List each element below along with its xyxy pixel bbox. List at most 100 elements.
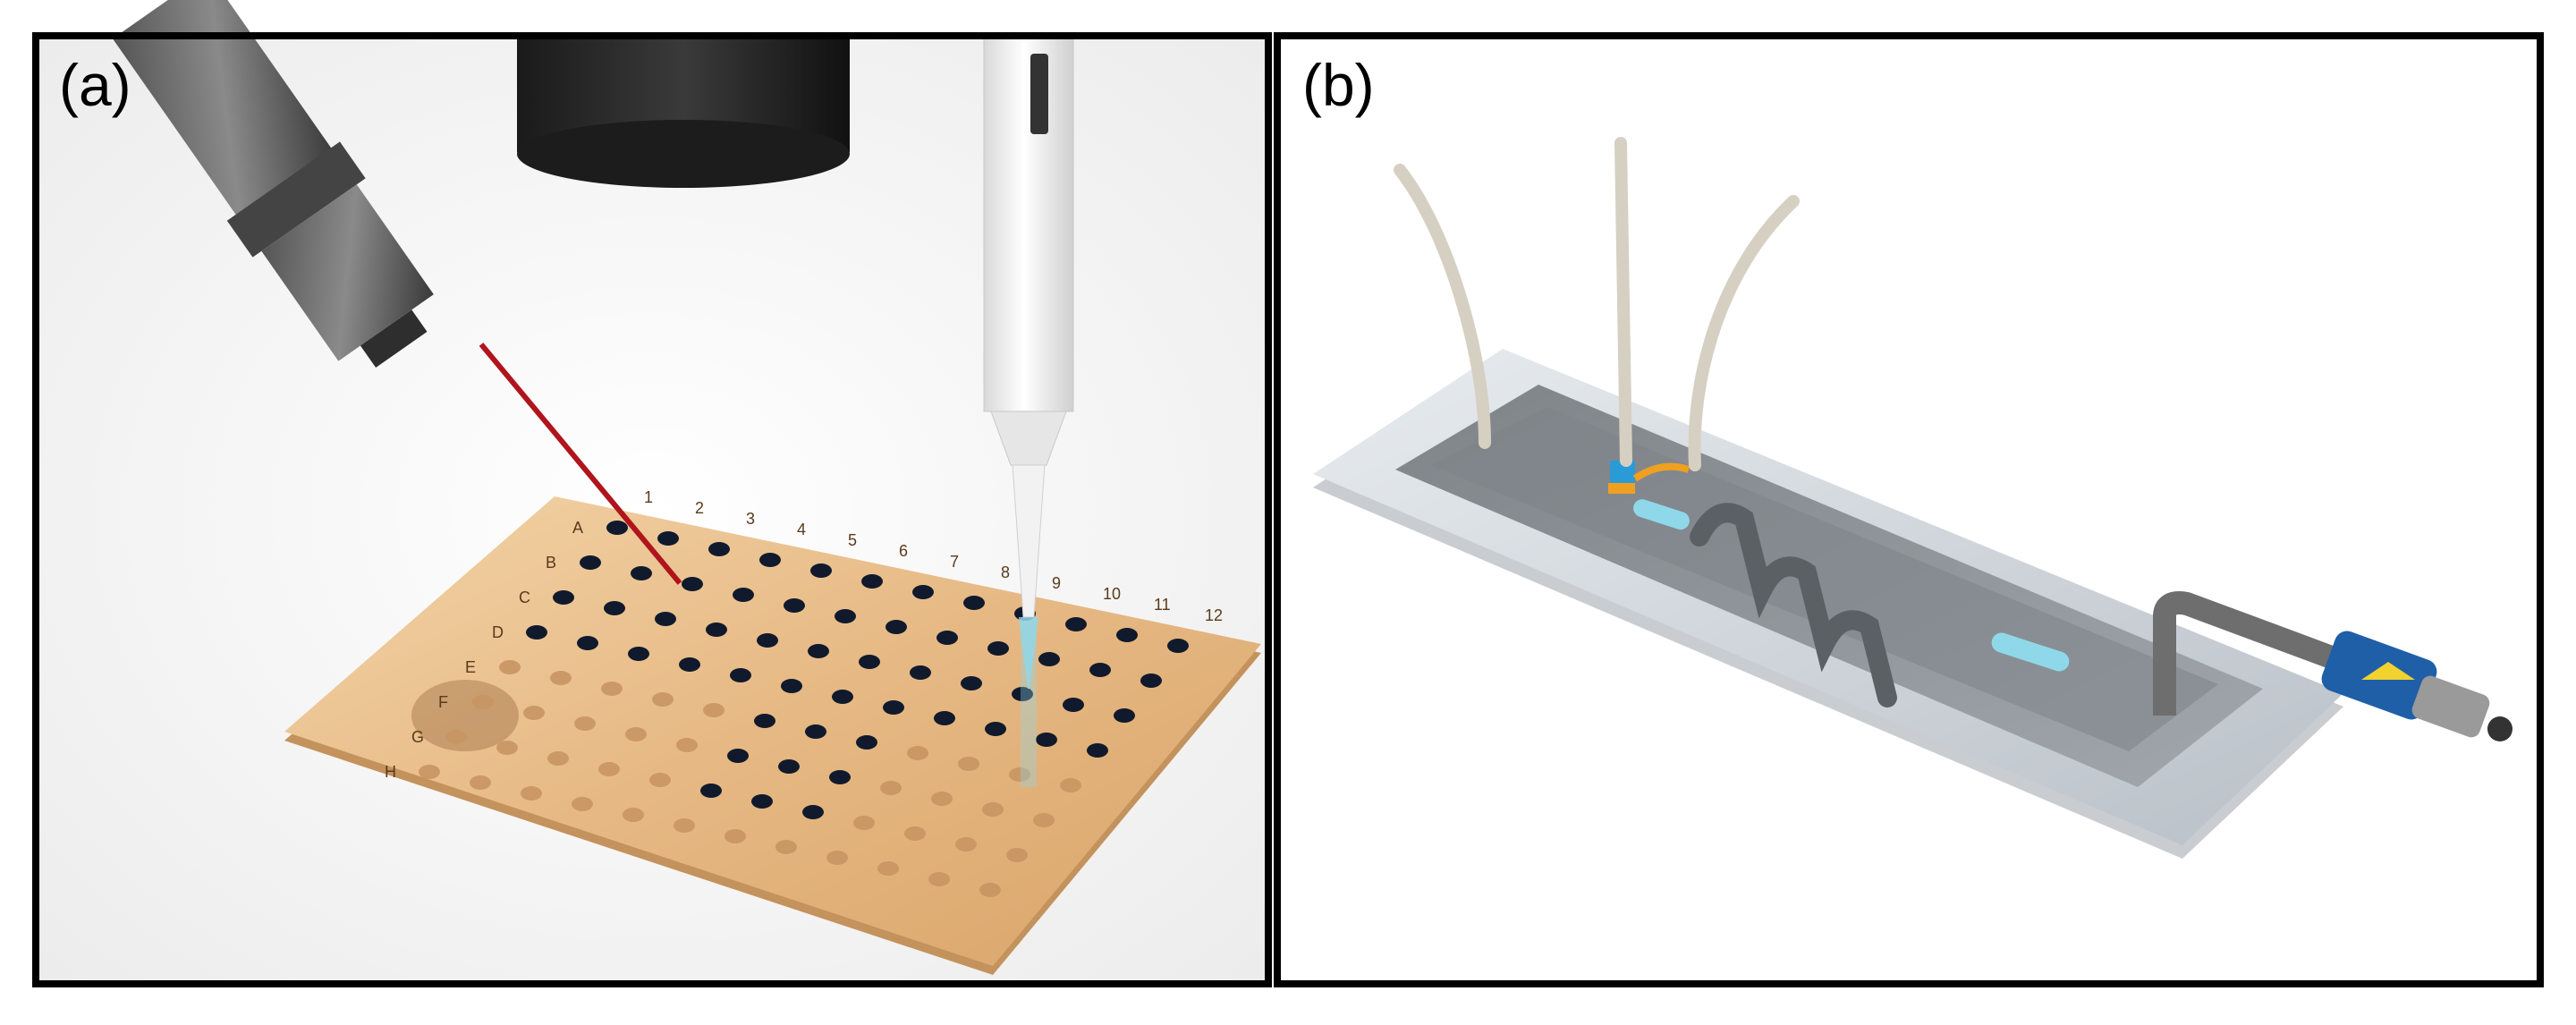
well <box>757 633 778 648</box>
well <box>1065 617 1087 631</box>
well <box>676 738 698 752</box>
inlet-tube-2 <box>1614 137 1632 467</box>
well <box>880 781 902 795</box>
well <box>580 555 601 570</box>
column-label: 7 <box>950 553 959 571</box>
well <box>724 829 746 843</box>
well <box>601 682 623 696</box>
well-grid <box>419 521 1189 897</box>
panel-b: (b) <box>1277 36 2540 984</box>
well <box>727 749 749 763</box>
well <box>499 660 521 674</box>
well <box>1063 698 1084 712</box>
row-label: D <box>492 623 504 641</box>
droplet-2 <box>1991 632 2070 672</box>
panel-b-label: (b) <box>1302 52 1375 118</box>
well <box>832 690 853 704</box>
well <box>805 724 826 739</box>
well <box>496 741 518 755</box>
well <box>859 655 880 669</box>
well <box>808 644 829 658</box>
droplet-1 <box>1633 499 1690 530</box>
well <box>979 883 1001 897</box>
well <box>985 722 1006 736</box>
well <box>572 797 593 811</box>
well <box>958 757 979 771</box>
pipette <box>983 35 1074 787</box>
laser-beam <box>479 343 682 585</box>
well <box>936 631 958 645</box>
well <box>886 620 907 634</box>
microscope-objective <box>517 36 850 188</box>
well <box>706 623 727 637</box>
well <box>472 695 494 709</box>
well <box>604 601 625 615</box>
column-label: 1 <box>644 488 653 506</box>
well <box>829 770 851 784</box>
well <box>547 751 569 766</box>
well <box>682 577 703 591</box>
well <box>1116 628 1138 642</box>
well <box>963 596 985 610</box>
outlet-connector <box>2153 591 2512 741</box>
well <box>553 590 574 605</box>
well <box>730 668 751 682</box>
well <box>606 521 628 535</box>
well <box>657 531 679 546</box>
well <box>708 542 730 556</box>
well <box>961 676 982 690</box>
well <box>1012 687 1033 701</box>
well <box>574 716 596 731</box>
well <box>759 553 781 567</box>
well <box>912 585 934 599</box>
column-label: 2 <box>695 499 704 517</box>
well <box>1140 673 1162 688</box>
well <box>784 598 805 613</box>
well <box>754 714 775 728</box>
well <box>1114 708 1135 723</box>
well <box>877 861 899 876</box>
well <box>934 711 955 725</box>
well <box>679 657 700 672</box>
well <box>982 802 1004 817</box>
well <box>623 808 644 822</box>
row-label: E <box>465 658 476 676</box>
well <box>987 641 1009 656</box>
well <box>733 588 754 602</box>
well <box>835 609 856 623</box>
well <box>598 762 620 776</box>
well <box>631 566 652 580</box>
well <box>550 671 572 685</box>
well <box>1087 743 1108 758</box>
well <box>419 765 440 779</box>
well <box>1038 652 1060 666</box>
column-label: 4 <box>797 521 806 538</box>
well <box>1009 767 1030 782</box>
well <box>625 727 647 741</box>
well <box>1033 813 1055 827</box>
inlet-tube-3 <box>1688 195 1800 471</box>
column-label: 5 <box>848 531 857 549</box>
well <box>775 840 797 854</box>
well <box>856 735 877 750</box>
well <box>1167 639 1189 653</box>
column-label: 10 <box>1103 585 1121 603</box>
well <box>778 759 800 774</box>
well <box>907 746 928 760</box>
well <box>751 794 773 809</box>
well <box>1089 663 1111 677</box>
column-label: 8 <box>1001 563 1010 581</box>
well <box>826 851 848 865</box>
well <box>523 706 545 720</box>
well <box>1036 733 1057 747</box>
well <box>928 872 950 886</box>
well <box>853 816 875 830</box>
well <box>910 665 931 680</box>
well <box>810 563 832 578</box>
row-label: H <box>385 763 396 781</box>
